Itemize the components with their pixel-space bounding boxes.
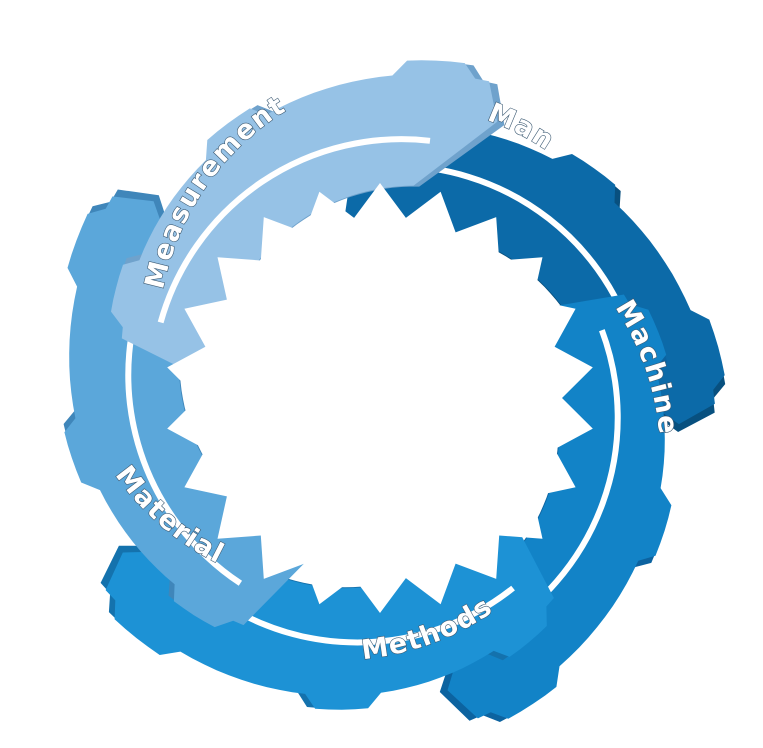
center-hub (167, 183, 593, 613)
segment-measurement-rim (157, 136, 431, 324)
segment-methods-body (105, 495, 554, 710)
center-starburst (167, 183, 593, 613)
